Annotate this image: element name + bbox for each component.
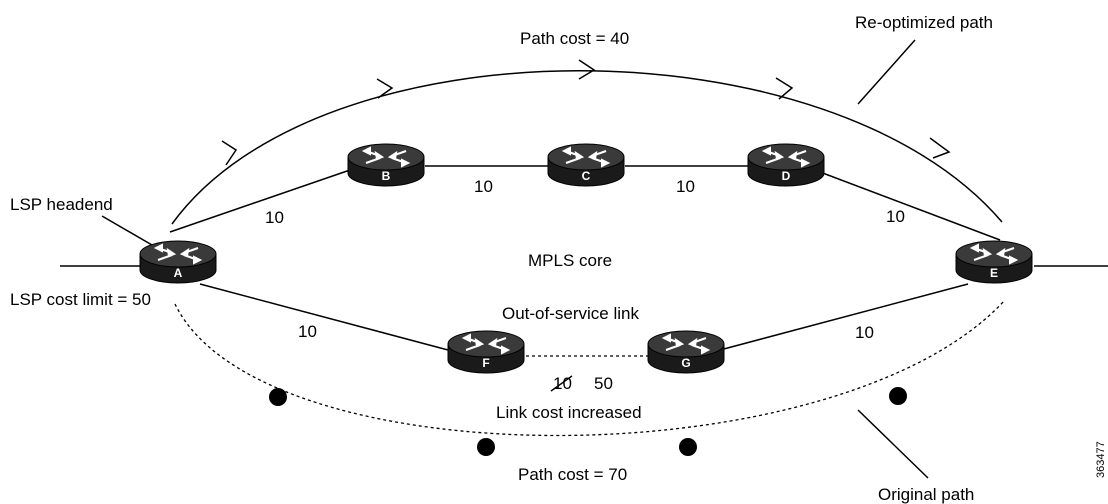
link-g-e <box>719 283 969 351</box>
router-f-label: F <box>482 356 489 370</box>
link-cost-increased-label: Link cost increased <box>496 403 642 422</box>
router-f: F <box>447 330 525 374</box>
router-g: G <box>647 330 725 374</box>
link-cost-new: 50 <box>594 374 613 393</box>
router-a-label: A <box>174 266 183 280</box>
mpls-core-label: MPLS core <box>528 251 612 270</box>
router-b-label: B <box>382 169 391 183</box>
router-c: C <box>547 143 625 187</box>
router-c-label: C <box>582 169 591 183</box>
router-a: A <box>139 240 217 284</box>
lsp-cost-limit-label: LSP cost limit = 50 <box>10 290 151 309</box>
path-cost-top: Path cost = 40 <box>520 29 629 48</box>
cost-a-b: 10 <box>265 208 284 227</box>
router-g-label: G <box>681 356 690 370</box>
cost-a-f: 10 <box>298 322 317 341</box>
original-path-label: Original path <box>878 485 974 504</box>
path-cost-bottom: Path cost = 70 <box>518 465 627 484</box>
arc-chevron-3 <box>578 59 596 80</box>
reoptimized-path-arc <box>171 70 1003 225</box>
reoptimized-path-label: Re-optimized path <box>855 13 993 32</box>
link-d-e <box>819 171 1001 241</box>
arc-chevron-2 <box>376 78 394 99</box>
callout-reoptimized <box>857 39 916 105</box>
arc-chevron-4 <box>775 77 794 100</box>
strike-through <box>550 375 573 392</box>
original-path-dot-4 <box>889 387 907 405</box>
cost-c-d: 10 <box>676 177 695 196</box>
router-d: D <box>747 143 825 187</box>
arc-chevron-1 <box>221 140 238 166</box>
cost-b-c: 10 <box>474 177 493 196</box>
figure-id: 363477 <box>1095 441 1107 478</box>
original-path-arc <box>174 299 1006 437</box>
router-e-label: E <box>990 266 998 280</box>
out-of-service-label: Out-of-service link <box>502 304 639 323</box>
cost-d-e: 10 <box>886 207 905 226</box>
cost-g-e: 10 <box>855 323 874 342</box>
original-path-dot-1 <box>269 388 287 406</box>
original-path-dot-2 <box>477 438 495 456</box>
link-cost-change: 10 50 <box>550 374 613 393</box>
callout-original <box>857 409 929 479</box>
lsp-headend-label: LSP headend <box>10 195 113 214</box>
link-a-f <box>199 283 449 351</box>
router-b: B <box>347 143 425 187</box>
router-d-label: D <box>782 169 791 183</box>
arc-chevron-5 <box>929 137 951 159</box>
original-path-dot-3 <box>679 438 697 456</box>
router-e: E <box>955 240 1033 284</box>
link-a-b <box>169 169 351 233</box>
callout-lsp-headend <box>101 215 153 246</box>
